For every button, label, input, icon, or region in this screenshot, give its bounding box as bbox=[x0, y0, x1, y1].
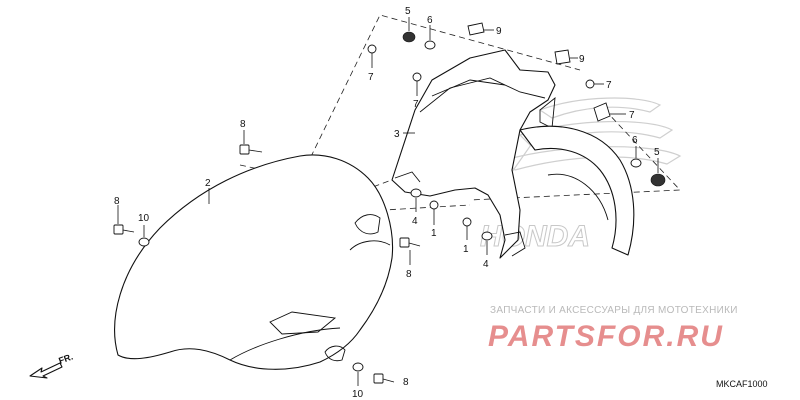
honda-watermark-text: HONDA bbox=[480, 220, 590, 253]
bolt-8-left bbox=[113, 224, 135, 235]
bolt-8-top bbox=[239, 144, 263, 155]
nut-7-bracket bbox=[593, 102, 611, 122]
callout-9-right: 9 bbox=[579, 54, 585, 65]
inner-fender-bracket bbox=[391, 49, 635, 259]
washer-4-left bbox=[410, 188, 422, 198]
callout-5-right: 5 bbox=[654, 147, 660, 158]
callout-2: 2 bbox=[205, 178, 211, 189]
collar-6-top bbox=[424, 40, 436, 50]
callout-7-left: 7 bbox=[413, 99, 419, 110]
callout-1-lower: 1 bbox=[463, 244, 469, 255]
hardware bbox=[113, 22, 666, 384]
callout-8-bottom: 8 bbox=[403, 377, 409, 388]
callout-4-lower: 4 bbox=[483, 259, 489, 270]
callout-labels: 5 6 9 7 9 7 7 7 8 3 6 5 2 4 1 8 10 1 4 8… bbox=[114, 6, 660, 400]
washer-10-left bbox=[138, 237, 150, 247]
grommet-5-top bbox=[402, 31, 416, 43]
callout-7-top: 7 bbox=[368, 72, 374, 83]
front-direction-label: FR. bbox=[57, 352, 74, 366]
callout-8-center: 8 bbox=[406, 269, 412, 280]
diagram-code: MKCAF1000 bbox=[716, 379, 768, 389]
screw-7-left bbox=[412, 72, 422, 82]
front-direction-arrow-icon: FR. bbox=[29, 352, 74, 379]
callout-3: 3 bbox=[394, 129, 400, 140]
bolt-8-bottom bbox=[373, 373, 395, 384]
screw-1-left bbox=[429, 200, 439, 210]
callout-4-left: 4 bbox=[412, 216, 418, 227]
clip-9-top bbox=[467, 22, 485, 36]
washer-4-lower bbox=[481, 231, 493, 241]
callout-leaders bbox=[117, 17, 659, 386]
screw-7-top bbox=[367, 44, 377, 54]
grommet-5-right bbox=[650, 173, 666, 187]
front-fender bbox=[114, 154, 394, 370]
callout-7-right: 7 bbox=[606, 80, 612, 91]
callout-9-top: 9 bbox=[496, 26, 502, 37]
callout-8-left: 8 bbox=[114, 196, 120, 207]
bolt-8-center bbox=[399, 237, 421, 248]
callout-1-left: 1 bbox=[431, 228, 437, 239]
callout-8-top: 8 bbox=[240, 119, 246, 130]
callout-10-bottom: 10 bbox=[352, 389, 364, 400]
callout-5-top: 5 bbox=[405, 6, 411, 17]
callout-10-left: 10 bbox=[138, 213, 150, 224]
collar-6-right bbox=[630, 158, 642, 168]
callout-7-bracket: 7 bbox=[629, 110, 635, 121]
callout-6-top: 6 bbox=[427, 15, 433, 26]
washer-10-bottom bbox=[352, 362, 364, 372]
watermark-tagline: ЗАПЧАСТИ И АКСЕССУАРЫ ДЛЯ МОТОТЕХНИКИ bbox=[490, 305, 738, 316]
callout-6-right: 6 bbox=[632, 135, 638, 146]
screw-7-right bbox=[585, 79, 595, 89]
clip-9-right bbox=[554, 49, 571, 65]
screw-1-lower bbox=[462, 217, 472, 227]
watermark-brand: PARTSFOR.RU bbox=[488, 320, 724, 353]
